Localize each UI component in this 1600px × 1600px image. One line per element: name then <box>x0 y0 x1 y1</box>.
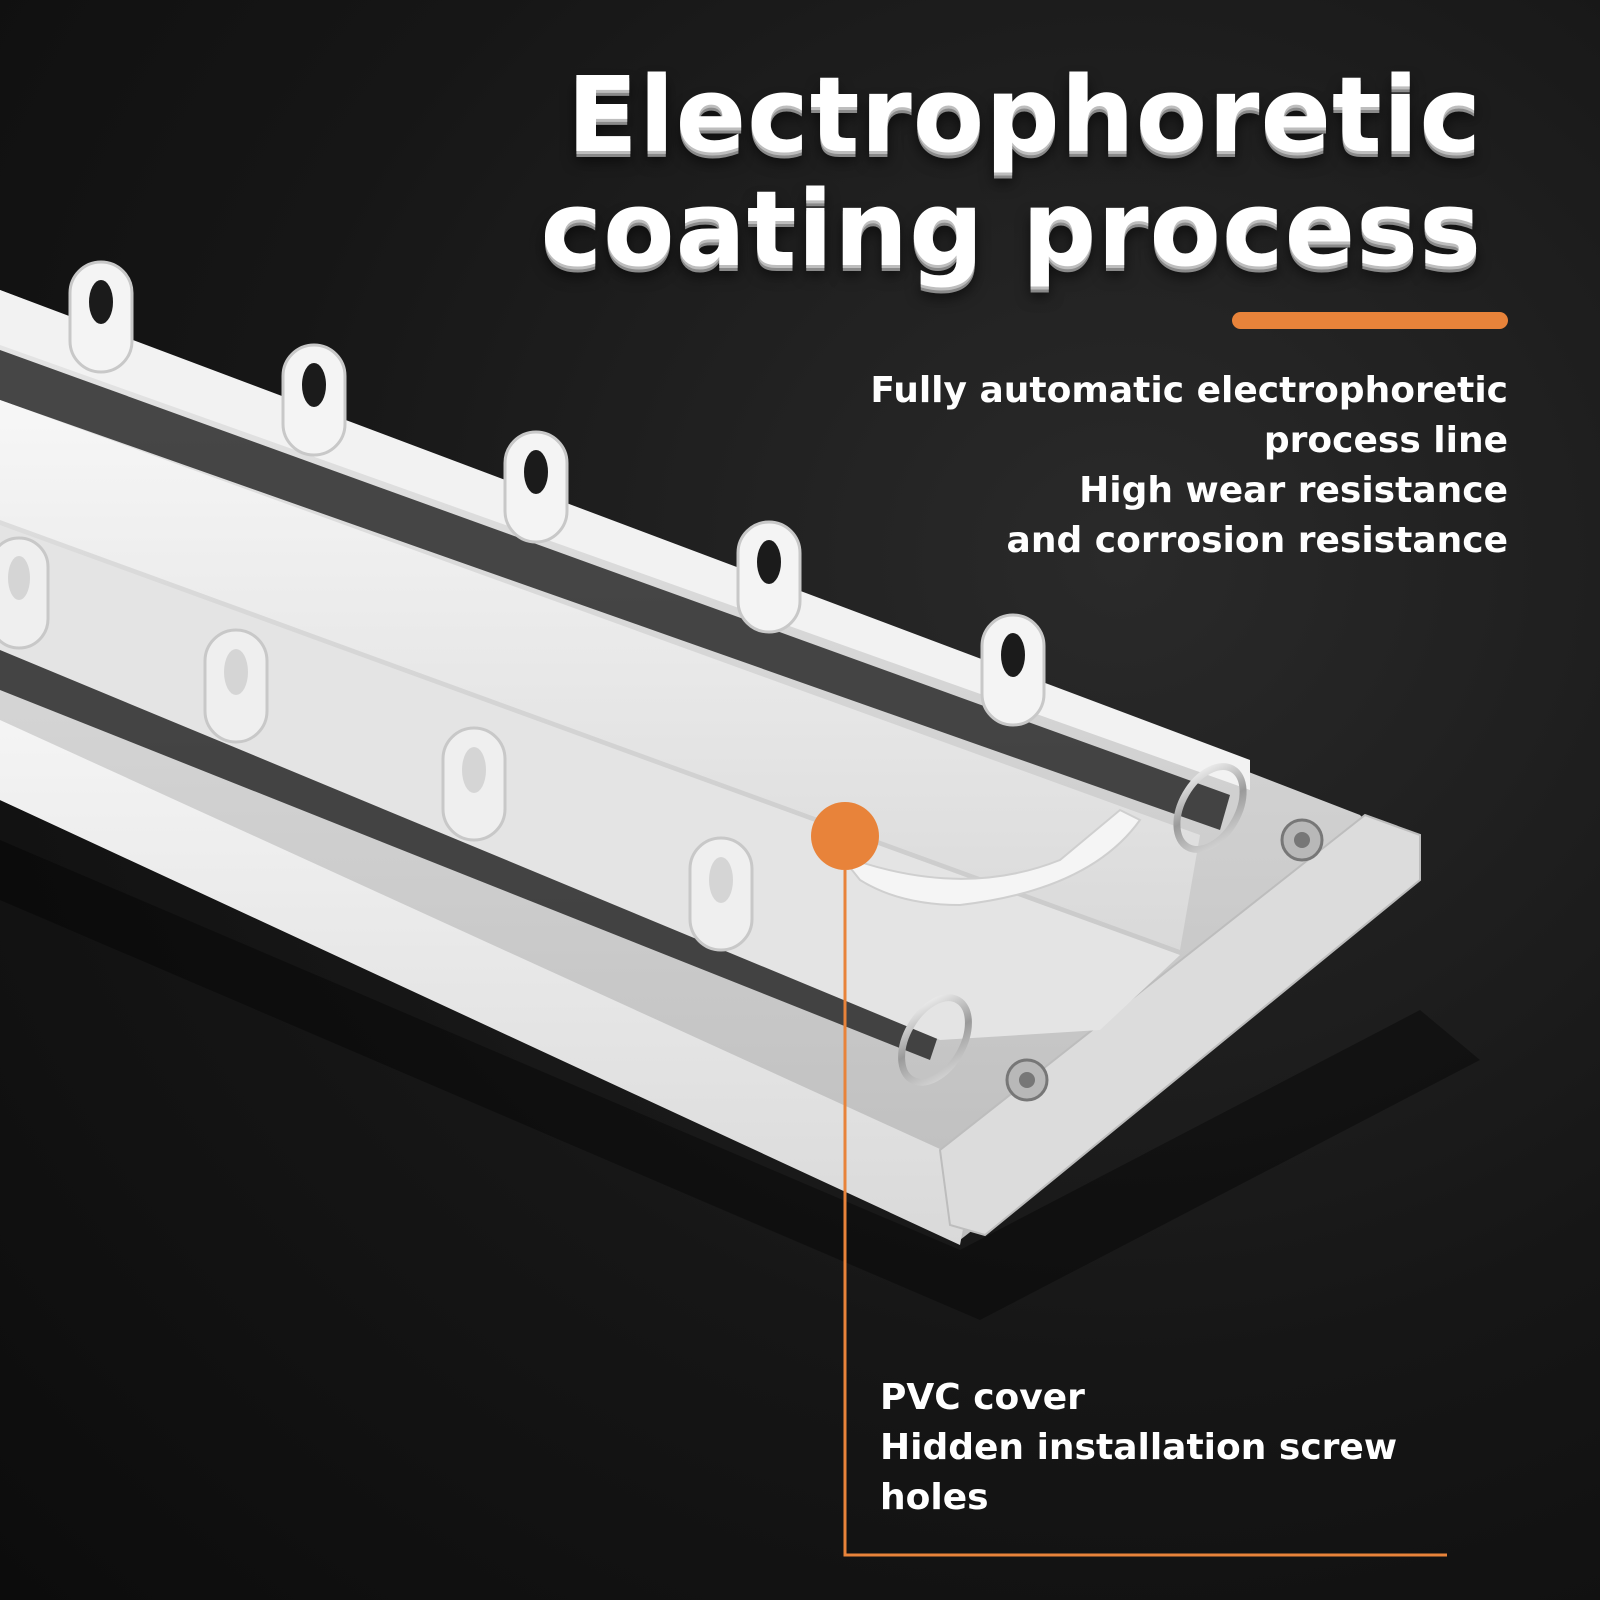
pvc-cover-callout: PVC cover Hidden installation screw hole… <box>880 1373 1520 1523</box>
feature-line: High wear resistance <box>1079 470 1508 511</box>
feature-line: process line <box>1263 420 1508 461</box>
feature-line: Fully automatic electrophoretic <box>870 370 1508 411</box>
headline-line-1: Electrophoretic <box>566 54 1482 176</box>
pvc-cover-cutaway <box>836 808 1142 907</box>
end-cap <box>938 813 1421 1237</box>
accent-bar <box>1232 312 1508 329</box>
feature-line: and corrosion resistance <box>1006 520 1508 561</box>
runner-hook-holes-front <box>8 556 733 903</box>
headline: Electrophoretic coating process <box>540 58 1482 286</box>
upper-groove <box>0 350 1230 830</box>
feature-list: Fully automatic electrophoretic process … <box>808 366 1508 566</box>
middle-rail <box>0 400 1200 950</box>
callout-leader-line <box>843 870 1447 1557</box>
mounting-screws <box>1005 818 1324 1102</box>
callout-line: PVC cover <box>880 1377 1085 1418</box>
headline-line-2: coating process <box>540 168 1482 290</box>
lower-rail <box>0 525 1180 1040</box>
track-shadow <box>0 840 1480 1320</box>
orange-dot-icon <box>811 802 879 870</box>
front-rail <box>0 670 975 1245</box>
callout-line: Hidden installation screw <box>880 1427 1398 1468</box>
metal-rings <box>898 763 1247 1086</box>
callout-line: holes <box>880 1477 989 1518</box>
runner-hook-holes-back <box>89 280 1025 677</box>
